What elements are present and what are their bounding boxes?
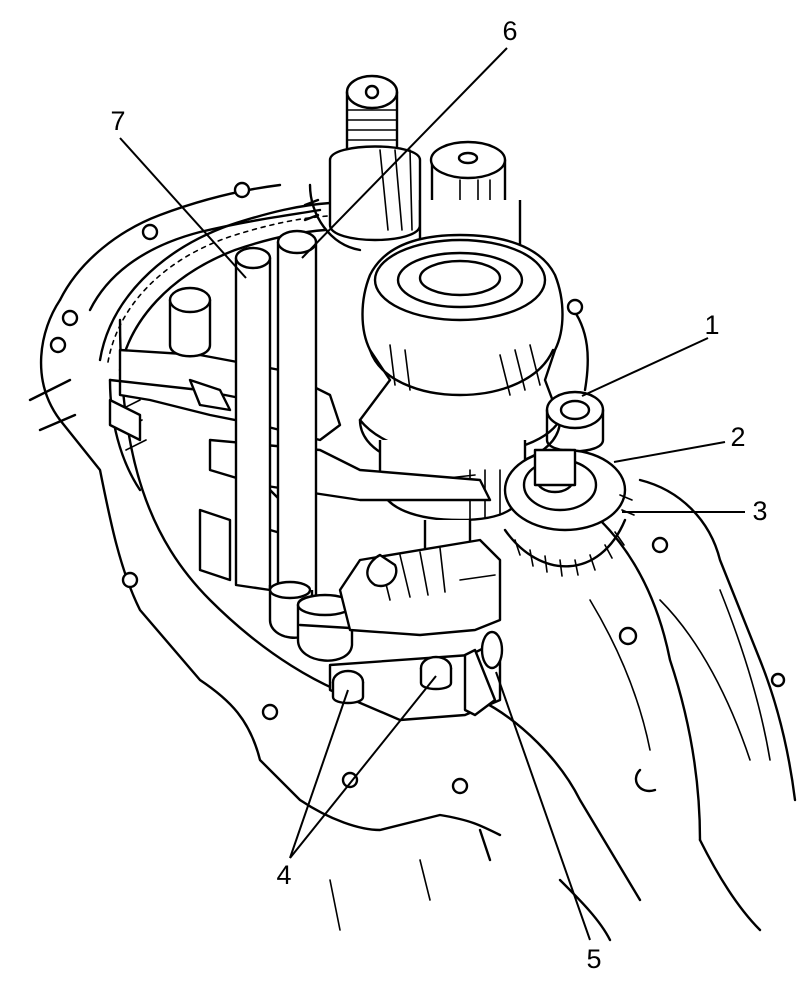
leader-5 <box>495 671 591 941</box>
leader-lines <box>119 47 745 941</box>
transmission-case <box>28 181 797 942</box>
bearing <box>545 390 605 453</box>
leader-6 <box>301 47 508 259</box>
reverse-idler-gear <box>503 448 635 577</box>
leader-4b <box>289 675 437 859</box>
callout-4: 4 <box>276 860 291 890</box>
callout-7: 7 <box>110 106 125 136</box>
leader-1 <box>581 337 709 397</box>
callout-2: 2 <box>730 422 745 452</box>
leader-2 <box>613 441 726 463</box>
callout-1: 1 <box>704 310 719 340</box>
shift-rails <box>234 229 354 662</box>
callout-3: 3 <box>752 496 767 526</box>
callout-labels: 1 2 3 4 5 6 7 <box>110 16 767 974</box>
interlock-plate <box>328 538 504 722</box>
callout-5: 5 <box>586 944 601 974</box>
leader-4a <box>289 689 349 859</box>
countershaft <box>303 74 422 252</box>
callout-6: 6 <box>502 16 517 46</box>
leader-7 <box>119 137 247 279</box>
